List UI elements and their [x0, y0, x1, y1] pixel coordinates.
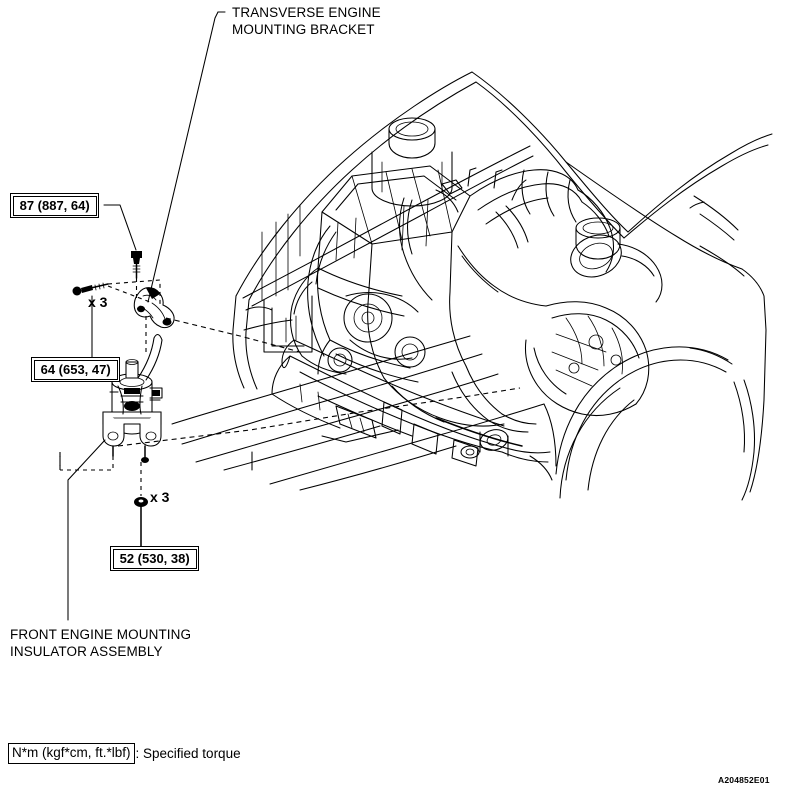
- torque-spec-box-87: 87 (887, 64): [10, 193, 100, 219]
- quantity-multiplier-upper: x 3: [88, 294, 108, 310]
- projection-lines: [59, 317, 521, 470]
- transverse-engine-mounting-bracket-part: [72, 251, 175, 356]
- drawing-id-code: A204852E01: [718, 775, 770, 785]
- torque-spec-value-64: 64 (653, 47): [33, 359, 118, 380]
- vehicle-body-outline: [171, 71, 773, 501]
- bolt-x3-upper-glyph: [72, 282, 109, 296]
- torque-spec-value-87: 87 (887, 64): [12, 195, 97, 216]
- bolt-87-glyph: [131, 251, 142, 279]
- torque-spec-box-64: 64 (653, 47): [31, 357, 121, 383]
- torque-spec-box-52: 52 (530, 38): [110, 546, 200, 572]
- leader-lines: [67, 11, 226, 621]
- front-engine-mounting-insulator-part: [59, 333, 163, 547]
- quantity-multiplier-lower: x 3: [150, 489, 170, 505]
- torque-units-legend: N*m (kgf*cm, ft.*lbf) : Specified torque: [8, 743, 241, 764]
- engine-assembly-drawing: [245, 165, 663, 467]
- legend-description: : Specified torque: [135, 745, 241, 761]
- callout-front-engine-mounting-insulator-assembly: FRONT ENGINE MOUNTING INSULATOR ASSEMBLY: [10, 627, 192, 659]
- callout-transverse-engine-mounting-bracket: TRANSVERSE ENGINE MOUNTING BRACKET: [232, 5, 381, 37]
- torque-spec-value-52: 52 (530, 38): [112, 548, 197, 569]
- legend-units-box: N*m (kgf*cm, ft.*lbf): [8, 743, 135, 764]
